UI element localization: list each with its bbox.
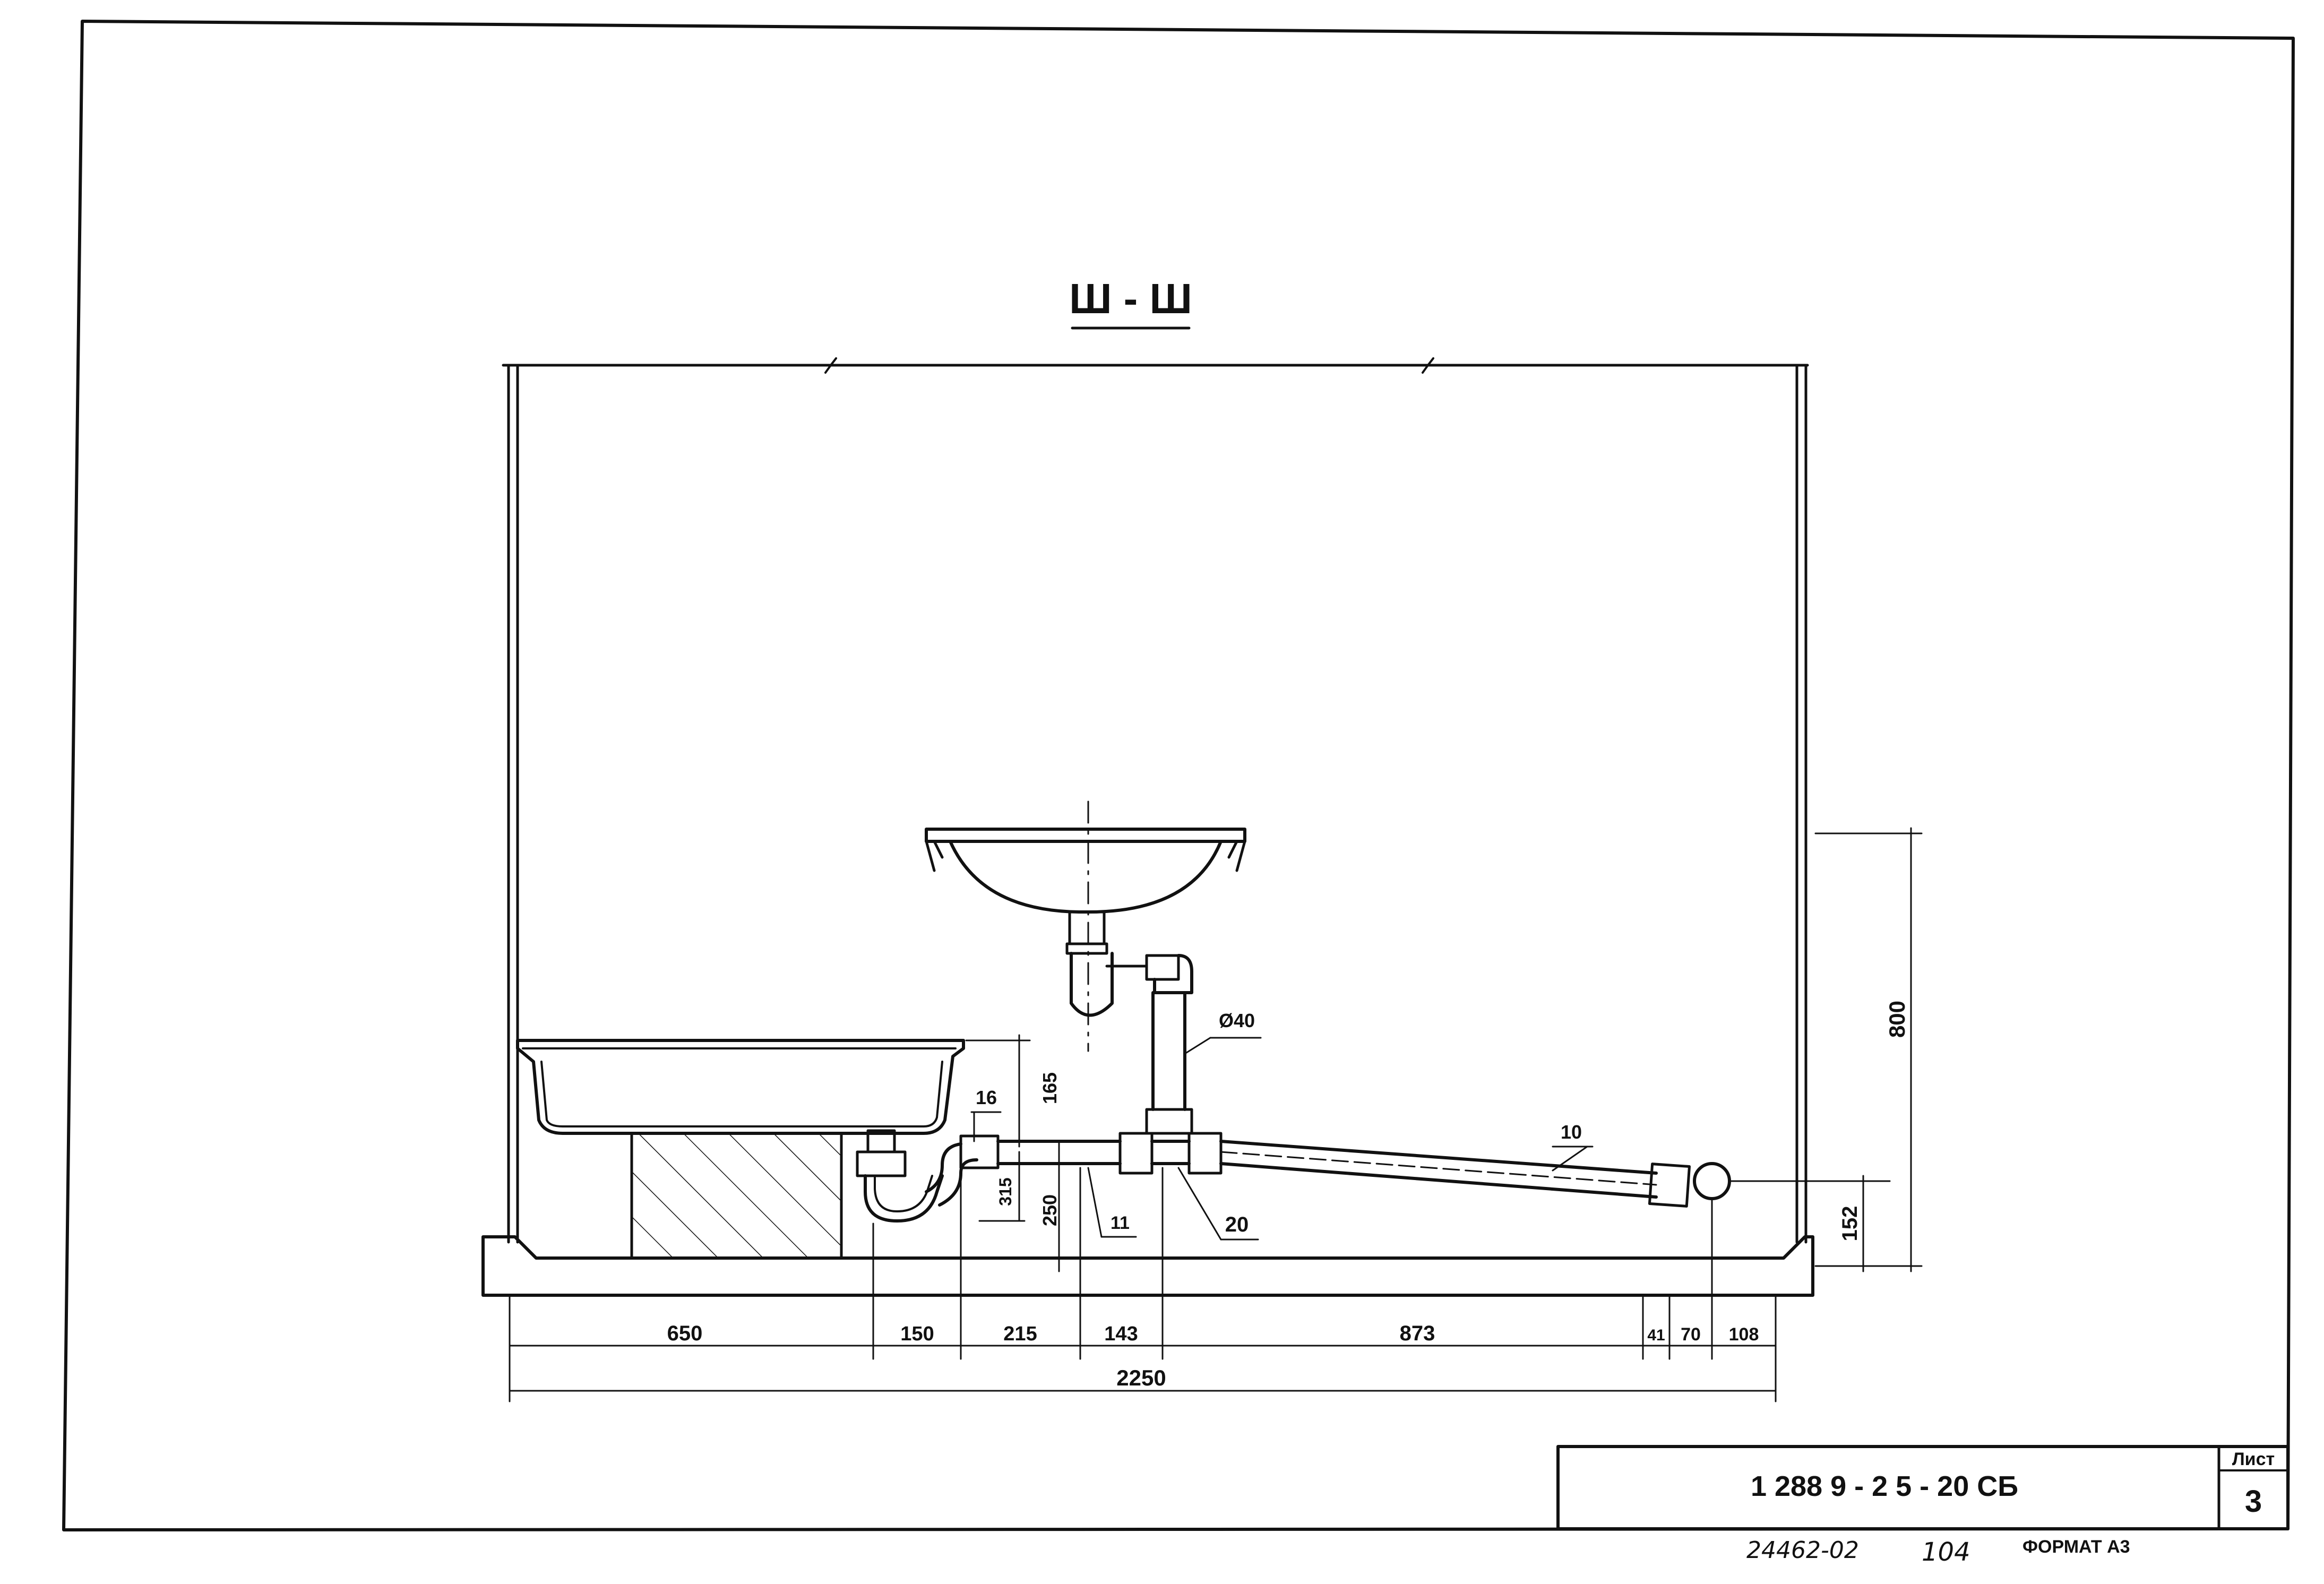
- sheet-frame: [62, 20, 2295, 1531]
- dim-70: 70: [1681, 1324, 1701, 1345]
- bathtub-siphon: [856, 1129, 944, 1223]
- break-mark-left: [824, 357, 837, 374]
- dim-143: 143: [1104, 1323, 1138, 1345]
- dim-41: 41: [1647, 1327, 1665, 1344]
- drawing-designation: 1 288 9 - 2 5 - 20 СБ: [1751, 1470, 2018, 1502]
- callout-16: 16: [976, 1087, 997, 1108]
- riser-stack-circle: [1693, 1162, 1731, 1200]
- section-title: Ш - Ш: [1069, 275, 1192, 322]
- sheet-number: 3: [2245, 1484, 2262, 1519]
- dimension-labels: 650 150 215 143 873 41 70 108 2250 800 1…: [667, 1001, 1909, 1390]
- dim-215: 215: [1003, 1323, 1037, 1345]
- room-walls: [502, 357, 1809, 1244]
- dim-2250: 2250: [1116, 1365, 1166, 1390]
- break-mark-right: [1422, 357, 1434, 374]
- callout-pipe-diameter: Ø40: [1219, 1010, 1255, 1031]
- inventory-number: 24462-02: [1746, 1537, 1859, 1564]
- callout-11: 11: [1111, 1213, 1130, 1233]
- vertical-riser: [1145, 991, 1193, 1135]
- floor-slab: [481, 1235, 1814, 1297]
- dim-873: 873: [1400, 1322, 1435, 1345]
- dim-108: 108: [1729, 1324, 1759, 1345]
- footer: 24462-02 104 ФОРМАТ А3: [1746, 1537, 2130, 1567]
- drain-pipeline: [925, 1132, 1891, 1208]
- section-title-group: Ш - Ш: [1069, 275, 1192, 330]
- dim-165: 165: [1039, 1072, 1061, 1104]
- dim-152: 152: [1838, 1206, 1862, 1242]
- dim-315: 315: [996, 1177, 1015, 1206]
- bathtub: [516, 1039, 965, 1260]
- dim-250: 250: [1039, 1194, 1061, 1226]
- washbasin-siphon: [1065, 910, 1193, 1017]
- dimension-lines: [509, 827, 1923, 1402]
- bathtub-support-hatched: [630, 1132, 843, 1260]
- paper-format: ФОРМАТ А3: [2022, 1537, 2130, 1557]
- page-number: 104: [1922, 1537, 1970, 1567]
- callouts: 16 10 11 20 Ø40: [970, 1010, 1594, 1241]
- title-block: 1 288 9 - 2 5 - 20 СБ Лист 3: [1556, 1445, 2289, 1530]
- dim-800: 800: [1884, 1001, 1909, 1038]
- dim-650: 650: [667, 1322, 703, 1345]
- dim-150: 150: [900, 1323, 934, 1345]
- sheet-label: Лист: [2232, 1449, 2275, 1469]
- callout-10: 10: [1561, 1121, 1582, 1143]
- callout-20: 20: [1225, 1213, 1249, 1236]
